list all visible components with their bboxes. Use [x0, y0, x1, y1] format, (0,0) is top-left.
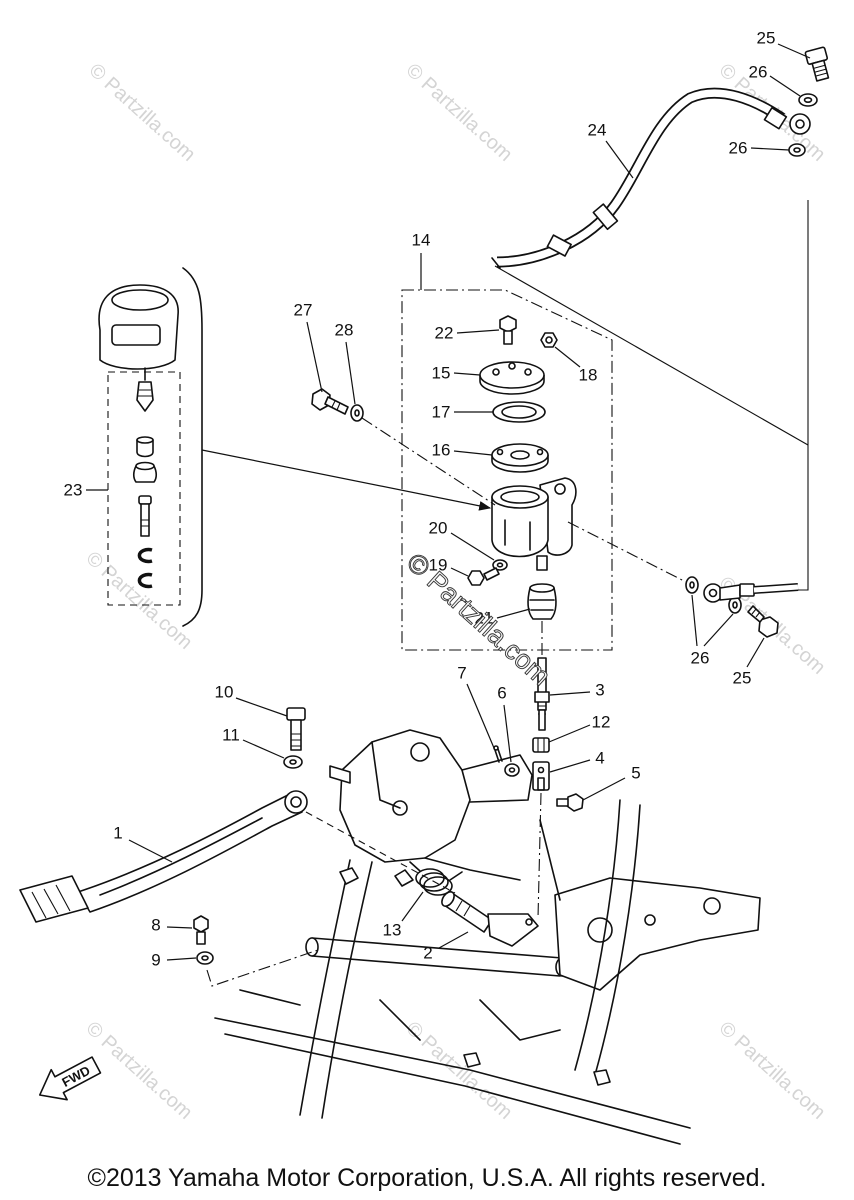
outlet-axis-line	[567, 521, 687, 583]
callout-16: 16	[432, 441, 451, 460]
stopper-washer	[196, 951, 214, 965]
diaphragm-ring	[492, 401, 546, 423]
callout-14: 14	[412, 231, 431, 250]
master-cylinder-body	[491, 477, 577, 571]
callout-23: 23	[64, 481, 83, 500]
callout-18: 18	[579, 366, 598, 385]
pedal-washer	[283, 755, 303, 769]
washer-top-2	[788, 143, 806, 157]
reservoir-pin	[138, 495, 152, 537]
cover-bolt	[499, 315, 517, 345]
callout-26-lower: 26	[691, 649, 710, 668]
lock-nut	[532, 737, 550, 753]
callout-4: 4	[595, 749, 604, 768]
callout-1: 1	[113, 824, 122, 843]
stopper-bolt	[193, 915, 209, 945]
callout-28: 28	[335, 321, 354, 340]
callout-24: 24	[588, 121, 607, 140]
brake-shaft	[441, 891, 539, 947]
callout-15: 15	[432, 364, 451, 383]
reservoir-parts-box	[107, 371, 181, 606]
mounting-bolt	[311, 388, 349, 415]
reservoir-cover	[479, 361, 545, 395]
callout-21: 21	[475, 609, 494, 628]
frame-outline	[214, 729, 761, 1145]
circlip-1	[137, 547, 153, 564]
cover-nut	[540, 332, 558, 348]
callout-22: 22	[435, 324, 454, 343]
pedal-axis-line	[305, 811, 456, 894]
callout-19: 19	[429, 556, 448, 575]
callout-17: 17	[432, 403, 451, 422]
clevis-washer	[504, 763, 520, 777]
stopper-axis-line	[206, 949, 319, 987]
reservoir-fitting	[136, 381, 154, 412]
clevis-axis-line	[537, 792, 542, 919]
brake-hose	[491, 87, 811, 269]
callout-6: 6	[497, 684, 506, 703]
bolt-axis-line	[361, 417, 496, 506]
pedal-bolt	[286, 707, 306, 751]
return-spring	[409, 861, 463, 896]
clevis-bolt	[556, 793, 584, 812]
callout-26-top: 26	[749, 63, 768, 82]
reservoir-to-cylinder-arrow	[201, 449, 492, 511]
diaphragm-plate	[491, 443, 549, 473]
grommet-1	[136, 436, 154, 458]
hose-vertical-line	[797, 200, 809, 591]
callout-2: 2	[423, 944, 432, 963]
union-bolt-lower	[747, 605, 779, 638]
union-bolt-top	[804, 46, 830, 82]
callout-25-lower: 25	[733, 669, 752, 688]
callout-11: 11	[222, 726, 240, 745]
copyright-notice: ©2013 Yamaha Motor Corporation, U.S.A. A…	[88, 1164, 767, 1192]
grommet-2	[132, 461, 158, 483]
dust-boot	[527, 583, 557, 620]
callout-20: 20	[429, 519, 448, 538]
callout-3: 3	[595, 681, 604, 700]
callout-10: 10	[215, 683, 234, 702]
body-bolt	[467, 567, 500, 586]
mounting-washer	[350, 404, 364, 422]
callout-25-top: 25	[757, 29, 776, 48]
lower-hose-fitting	[685, 576, 799, 614]
master-cylinder-assembly-box	[401, 289, 613, 651]
clevis-joint	[532, 761, 550, 791]
callout-12: 12	[592, 713, 611, 732]
callouts: 25 26 24 26 14 27 28 22 18 15 17 16 23 2…	[64, 29, 776, 970]
circlip-2	[137, 572, 153, 589]
washer-top-1	[798, 93, 818, 107]
reservoir-tank	[98, 284, 179, 381]
callout-26-upper: 26	[729, 139, 748, 158]
leader-lines	[86, 43, 811, 961]
callout-13: 13	[383, 921, 402, 940]
callout-9: 9	[151, 951, 160, 970]
reservoir-group-bracket	[182, 267, 203, 627]
callout-5: 5	[631, 764, 640, 783]
callout-8: 8	[151, 916, 160, 935]
callout-7: 7	[457, 664, 466, 683]
push-rod	[534, 657, 550, 731]
hose-connector-line	[494, 265, 809, 446]
callout-27: 27	[294, 301, 313, 320]
brake-pedal	[19, 790, 308, 923]
